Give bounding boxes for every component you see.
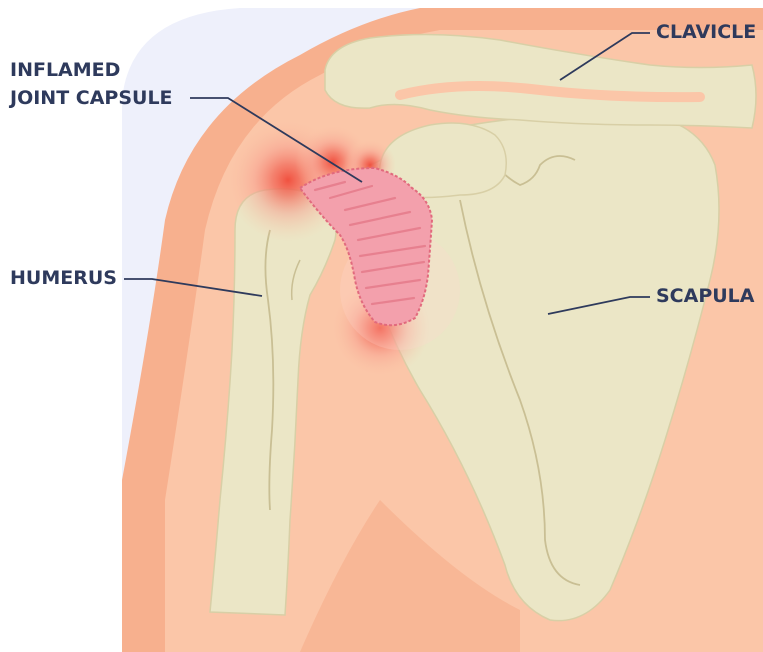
label-inflamed: INFLAMED <box>10 58 120 83</box>
label-joint-capsule: JOINT CAPSULE <box>10 86 173 111</box>
label-humerus: HUMERUS <box>10 266 117 291</box>
label-scapula: SCAPULA <box>656 284 755 309</box>
label-clavicle: CLAVICLE <box>656 20 756 45</box>
